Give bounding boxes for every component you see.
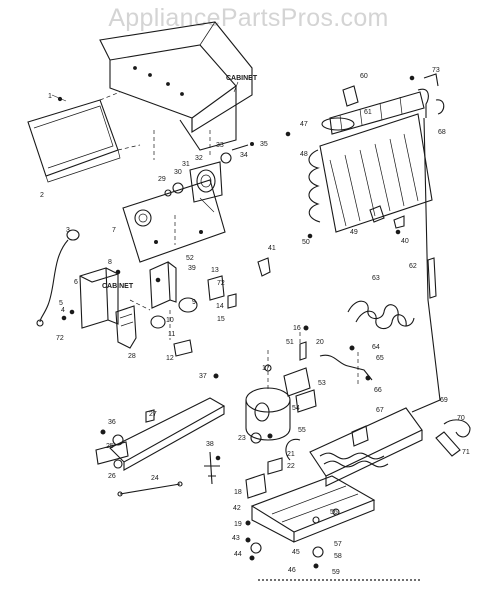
watermark: AppliancePartsPros.com bbox=[108, 4, 389, 32]
callout-58: 58 bbox=[334, 553, 342, 560]
bolt-38 bbox=[204, 451, 220, 485]
callout-72-left: 72 bbox=[56, 335, 64, 342]
callout-4: 4 bbox=[61, 307, 65, 314]
bracket-41 bbox=[257, 257, 271, 277]
relay-overload bbox=[115, 275, 237, 357]
left-panel bbox=[27, 91, 141, 183]
callout-31: 31 bbox=[182, 161, 190, 168]
callout-1: 1 bbox=[48, 93, 52, 100]
callout-32: 32 bbox=[195, 155, 203, 162]
callout-12: 12 bbox=[166, 355, 174, 362]
control-box bbox=[79, 261, 177, 329]
callout-61: 61 bbox=[364, 109, 372, 116]
callout-69: 69 bbox=[440, 397, 448, 404]
callout-7: 7 bbox=[112, 227, 116, 234]
callout-22: 22 bbox=[287, 463, 295, 470]
callout-14: 14 bbox=[216, 303, 224, 310]
callout-48: 48 bbox=[300, 151, 308, 158]
callout-20: 20 bbox=[316, 339, 324, 346]
callout-64: 64 bbox=[372, 344, 380, 351]
callout-9: 9 bbox=[192, 299, 196, 306]
heater-coil bbox=[347, 300, 415, 327]
callout-26: 26 bbox=[108, 473, 116, 480]
callout-62: 62 bbox=[409, 263, 417, 270]
callout-21: 21 bbox=[287, 451, 295, 458]
callout-46: 46 bbox=[288, 567, 296, 574]
callout-41: 41 bbox=[268, 245, 276, 252]
callout-40: 40 bbox=[401, 238, 409, 245]
part-71 bbox=[435, 431, 461, 457]
callout-10: 10 bbox=[166, 317, 174, 324]
callout-13: 13 bbox=[211, 267, 219, 274]
callout-68: 68 bbox=[438, 129, 446, 136]
clip-70 bbox=[443, 419, 471, 438]
callout-33: 33 bbox=[216, 142, 224, 149]
callout-39: 39 bbox=[188, 265, 196, 272]
callout-37: 37 bbox=[199, 373, 207, 380]
callout-28: 28 bbox=[128, 353, 136, 360]
capillary-tube bbox=[411, 117, 441, 413]
callout-73: 73 bbox=[432, 67, 440, 74]
callout-43: 43 bbox=[232, 535, 240, 542]
callout-16: 16 bbox=[293, 325, 301, 332]
callout-42: 42 bbox=[233, 505, 241, 512]
callout-55: 55 bbox=[298, 427, 306, 434]
callout-56: 56 bbox=[330, 509, 338, 516]
condenser-coil bbox=[308, 73, 445, 233]
callout-27: 27 bbox=[149, 411, 157, 418]
callout-15: 15 bbox=[217, 316, 225, 323]
fan-motor-assembly bbox=[122, 142, 254, 263]
callout-52: 52 bbox=[186, 255, 194, 262]
callout-2: 2 bbox=[40, 192, 44, 199]
callout-18: 18 bbox=[234, 489, 242, 496]
callout-30: 30 bbox=[174, 169, 182, 176]
callout-34: 34 bbox=[240, 152, 248, 159]
callout-67: 67 bbox=[376, 407, 384, 414]
callout-51: 51 bbox=[286, 339, 294, 346]
tube-sleeve bbox=[427, 257, 437, 299]
callout-49: 49 bbox=[350, 229, 358, 236]
callout-50: 50 bbox=[302, 239, 310, 246]
base-frame bbox=[245, 457, 376, 558]
base-rail bbox=[95, 397, 226, 471]
callout-70: 70 bbox=[457, 415, 465, 422]
callout-44: 44 bbox=[234, 551, 242, 558]
cabinet-label-top: CABINET bbox=[226, 75, 258, 82]
callout-53: 53 bbox=[318, 380, 326, 387]
callout-23: 23 bbox=[238, 435, 246, 442]
callout-66: 66 bbox=[374, 387, 382, 394]
callout-60: 60 bbox=[360, 73, 368, 80]
callout-71: 71 bbox=[462, 449, 470, 456]
callout-labels: 1 2 3 4 5 6 7 8 9 10 11 12 13 14 15 16 1… bbox=[40, 67, 470, 576]
callout-8: 8 bbox=[108, 259, 112, 266]
callout-25: 25 bbox=[106, 443, 114, 450]
callout-57: 57 bbox=[334, 541, 342, 548]
callout-72-right: 72 bbox=[217, 280, 225, 287]
callout-59: 59 bbox=[332, 569, 340, 576]
callout-38: 38 bbox=[206, 441, 214, 448]
callout-45: 45 bbox=[292, 549, 300, 556]
callout-47: 47 bbox=[300, 121, 308, 128]
callout-29: 29 bbox=[158, 176, 166, 183]
callout-63: 63 bbox=[372, 275, 380, 282]
evaporator-pan bbox=[285, 407, 423, 487]
callout-35: 35 bbox=[260, 141, 268, 148]
cabinet-label-lower: CABINET bbox=[102, 283, 134, 290]
callout-6: 6 bbox=[74, 279, 78, 286]
cabinet-top-cover bbox=[99, 21, 253, 151]
callout-36: 36 bbox=[108, 419, 116, 426]
callout-19: 19 bbox=[234, 521, 242, 528]
hardware-screws bbox=[61, 75, 415, 569]
thermistor-lead bbox=[36, 229, 80, 327]
callout-17: 17 bbox=[262, 365, 270, 372]
callout-3: 3 bbox=[66, 227, 70, 234]
callout-24: 24 bbox=[151, 475, 159, 482]
callout-11: 11 bbox=[168, 331, 175, 338]
callout-5: 5 bbox=[59, 300, 63, 307]
callout-54: 54 bbox=[292, 405, 300, 412]
callout-65: 65 bbox=[376, 355, 384, 362]
cord-24 bbox=[119, 483, 181, 495]
compressor bbox=[245, 341, 373, 444]
